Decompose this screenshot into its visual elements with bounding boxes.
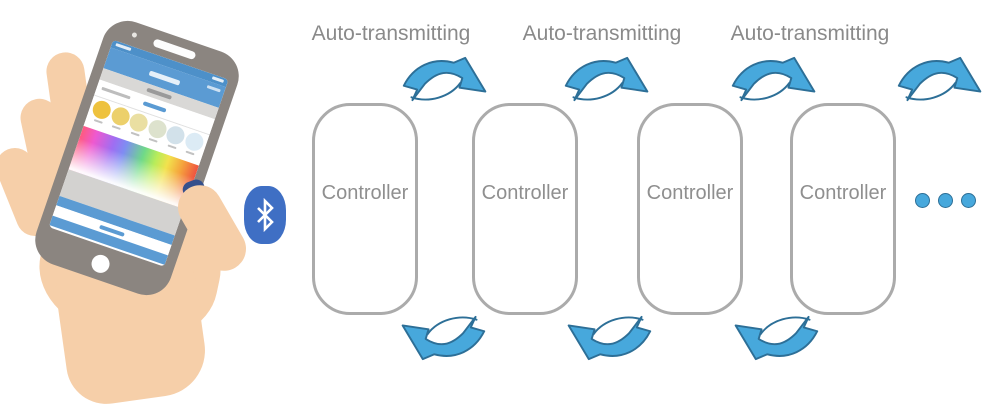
dot [938,193,953,208]
controller-label: Controller [481,182,569,204]
transmit-arrow-forward-icon [727,55,823,105]
auto-transmitting-label: Auto-transmitting [522,22,682,45]
controller-box: Controller [637,103,743,315]
home-button [89,252,112,276]
transmit-arrow-return-icon [560,312,656,362]
auto-transmitting-label: Auto-transmitting [730,22,890,45]
controller-label: Controller [799,182,887,204]
transmit-arrow-forward-icon [560,55,656,105]
bluetooth-icon [244,186,286,244]
controller-box: Controller [312,103,418,315]
dot [961,193,976,208]
controller-label: Controller [646,182,734,204]
dot [915,193,930,208]
ellipsis-dots [915,193,976,208]
transmit-arrow-return-icon [727,312,823,362]
controller-box: Controller [790,103,896,315]
transmit-arrow-return-icon [394,312,490,362]
transmit-arrow-forward-icon [893,55,989,105]
auto-transmitting-label: Auto-transmitting [311,22,471,45]
transmit-arrow-forward-icon [398,55,494,105]
controller-box: Controller [472,103,578,315]
controller-label: Controller [321,182,409,204]
front-camera-dot [131,31,138,39]
